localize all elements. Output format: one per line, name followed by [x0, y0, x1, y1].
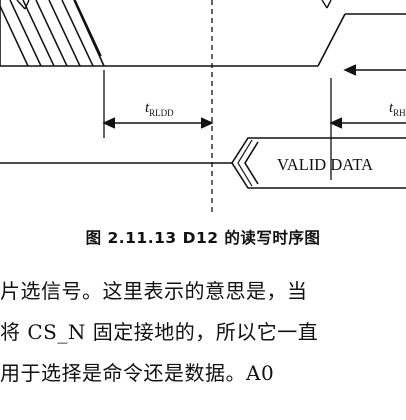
- body-text-line-3: 用于选择是命令还是数据。A0: [0, 361, 275, 385]
- label-rldd: tRLDD: [145, 100, 174, 118]
- top-arrows: [16, 0, 332, 10]
- bus-valid-data-label: VALID DATA: [277, 155, 373, 174]
- waveform-rising-edge: [317, 13, 346, 67]
- vertical-reference-lines: [103, 70, 332, 180]
- waveform-slope: [73, 0, 105, 67]
- timing-diagram: tRLDD tRH VALID DATA: [0, 0, 406, 212]
- bus-valid-outline: [231, 137, 406, 189]
- body-text-line-2: 将 CS_N 固定接地的，所以它一直: [0, 320, 319, 344]
- label-rh: tRH: [389, 100, 406, 118]
- signal-waveform-upper: [0, 0, 406, 67]
- bus-chevron-1: [244, 141, 259, 185]
- upper-right-arrow: [343, 64, 406, 76]
- dimension-rh: [329, 117, 406, 129]
- data-bus: [0, 137, 406, 189]
- figure-caption: 图 2.11.13 D12 的读写时序图: [85, 229, 321, 247]
- body-text-line-1: 片选信号。这里表示的意思是，当: [0, 279, 308, 303]
- bus-chevron-2: [237, 139, 253, 187]
- hatch-lines: [0, 0, 102, 67]
- dimension-rldd: [102, 117, 214, 129]
